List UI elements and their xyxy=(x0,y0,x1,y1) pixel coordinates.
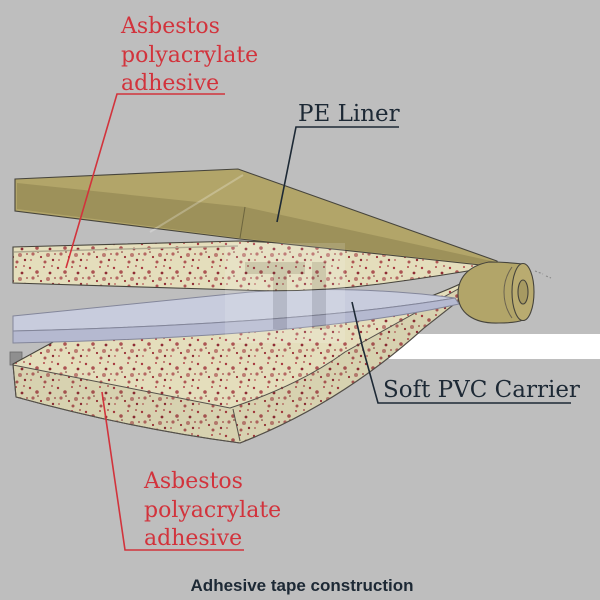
leader-adhesive-top xyxy=(65,93,225,269)
label-adhesive-top-line2: polyacrylate xyxy=(121,43,258,68)
label-adhesive-top: Asbestos polyacrylate adhesive xyxy=(120,14,258,96)
leader-pvc-carrier xyxy=(351,301,571,404)
label-pvc-carrier: Soft PVC Carrier xyxy=(383,377,580,403)
pe-liner-ridge xyxy=(239,206,246,239)
tape-roll xyxy=(457,261,552,324)
roll-motion-dashes xyxy=(534,270,552,279)
pvc-carrier-front-face xyxy=(12,297,460,344)
layer-pvc-carrier xyxy=(12,289,460,344)
roll-seam xyxy=(503,266,513,319)
diagram-caption: Adhesive tape construction xyxy=(191,576,414,595)
adhesive-bottom-ridge xyxy=(232,408,241,442)
label-adhesive-bottom: Asbestos polyacrylate adhesive xyxy=(143,469,281,551)
leader-pe-liner xyxy=(276,126,399,223)
leader-adhesive-bottom xyxy=(101,391,244,551)
adhesive-top-edge-highlight xyxy=(13,245,239,253)
label-adhesive-bottom-line1: Asbestos xyxy=(143,469,243,494)
label-adhesive-bottom-line2: polyacrylate xyxy=(144,498,281,523)
label-adhesive-top-line1: Asbestos xyxy=(120,14,220,39)
label-pe-liner: PE Liner xyxy=(298,101,400,127)
pe-liner-front-shade xyxy=(17,183,498,266)
roll-core-hole xyxy=(517,279,529,305)
label-adhesive-top-line3: adhesive xyxy=(121,71,219,96)
pe-liner-sheen xyxy=(149,174,244,233)
label-adhesive-bottom-line3: adhesive xyxy=(144,526,242,551)
watermark xyxy=(225,243,345,343)
